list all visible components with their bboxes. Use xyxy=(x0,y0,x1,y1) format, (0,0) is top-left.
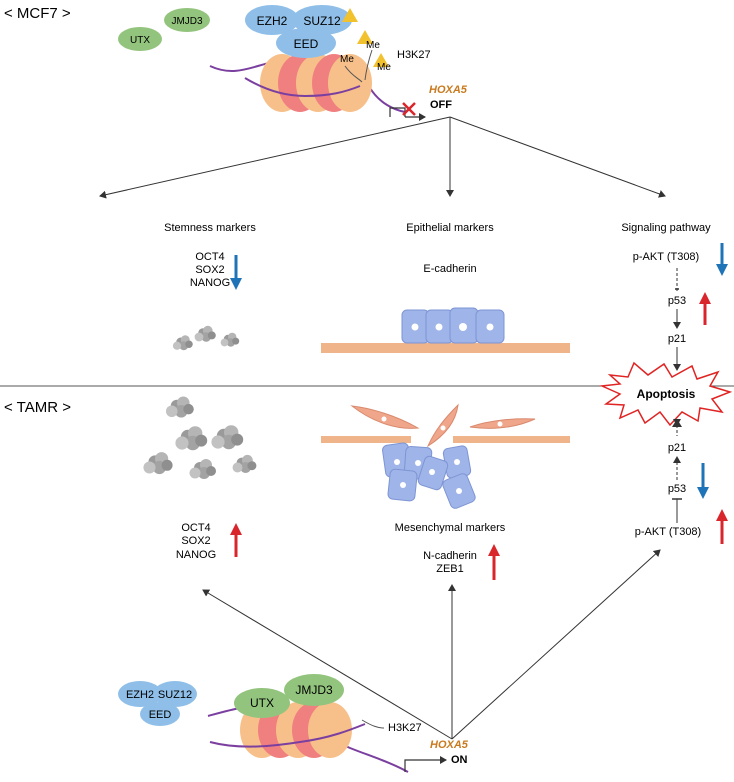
mesenchymal-cells xyxy=(350,403,536,448)
invading-epithelial-cells xyxy=(382,442,476,509)
methyl-mark xyxy=(342,8,358,22)
section-label-tamr: < TAMR > xyxy=(4,399,71,416)
cell-clusters xyxy=(143,396,257,479)
cell-cluster-icon xyxy=(220,332,240,347)
branch-arrow-stemness xyxy=(202,589,453,740)
p53-label: p53 xyxy=(668,483,686,495)
nucleosome xyxy=(328,54,372,112)
p-akt-label: p-AKT (T308) xyxy=(633,251,699,263)
eed-label: EED xyxy=(294,37,319,51)
methyl-mark xyxy=(357,30,373,44)
jmjd3-protein xyxy=(164,8,210,32)
gene-state-off: OFF xyxy=(430,99,452,111)
apoptosis-label: Apoptosis xyxy=(637,387,696,401)
p21-label: p21 xyxy=(668,442,686,454)
utx-protein xyxy=(118,27,162,51)
sox2-label: SOX2 xyxy=(181,535,210,547)
jmjd3-label: JMJD3 xyxy=(171,16,203,27)
basement-membrane xyxy=(453,436,570,443)
methyl-mark xyxy=(373,53,389,67)
ezh2-protein xyxy=(118,681,162,707)
suz12-label: SUZ12 xyxy=(158,689,192,701)
dna-strand xyxy=(244,77,361,98)
h3k27-label: H3K27 xyxy=(388,722,422,734)
p53-label: p53 xyxy=(668,295,686,307)
repression-x-icon xyxy=(402,102,416,116)
gene-state-on: ON xyxy=(451,754,468,766)
branch-arrow-signaling xyxy=(451,549,661,740)
ezh2-label: EZH2 xyxy=(257,14,288,28)
jmjd3-label: JMJD3 xyxy=(295,683,333,697)
p21-label: p21 xyxy=(668,333,686,345)
section-label-mcf7: < MCF7 > xyxy=(4,5,71,22)
eed-protein xyxy=(140,702,180,726)
methyl-label: Me xyxy=(377,62,391,73)
zeb1-label: ZEB1 xyxy=(436,563,464,575)
basement-membrane xyxy=(321,343,570,353)
branch-arrow-signaling xyxy=(449,116,666,198)
hoxa5-gene-label: HOXA5 xyxy=(429,84,468,96)
ezh2-protein xyxy=(245,5,299,35)
methyl-label: Me xyxy=(366,40,380,51)
branch-arrow-stemness xyxy=(99,116,451,199)
epithelial-cell-layer xyxy=(401,307,505,344)
dna-strand xyxy=(209,723,366,748)
cell-cluster-icon xyxy=(172,335,193,351)
suz12-protein xyxy=(153,681,197,707)
stemness-markers-label: Stemness markers xyxy=(164,222,256,234)
utx-protein xyxy=(234,688,290,718)
ezh2-label: EZH2 xyxy=(126,689,154,701)
suz12-protein xyxy=(292,5,352,35)
nucleosome xyxy=(308,702,352,758)
basement-membrane xyxy=(321,436,411,443)
eed-label: EED xyxy=(149,709,172,721)
mesenchymal-markers-label: Mesenchymal markers xyxy=(395,522,506,534)
nanog-label: NANOG xyxy=(190,277,230,289)
epithelial-markers-label: Epithelial markers xyxy=(406,222,494,234)
bottom-complex: EZH2 SUZ12 EED UTX JMJD3 H3K27 HOXA5 ON xyxy=(118,674,469,773)
eed-protein xyxy=(276,28,336,58)
h3k27-label: H3K27 xyxy=(397,49,431,61)
n-cadherin-label: N-cadherin xyxy=(423,550,477,562)
jmjd3-protein xyxy=(284,674,344,706)
sox2-label: SOX2 xyxy=(195,264,224,276)
signaling-pathway-label: Signaling pathway xyxy=(621,222,711,234)
nanog-label: NANOG xyxy=(176,549,216,561)
methyl-label: Me xyxy=(340,54,354,65)
cell-cluster-icon xyxy=(194,325,216,342)
e-cadherin-label: E-cadherin xyxy=(423,263,476,275)
suz12-label: SUZ12 xyxy=(303,14,341,28)
apoptosis-burst: Apoptosis xyxy=(599,361,733,427)
oct4-label: OCT4 xyxy=(195,251,224,263)
utx-label: UTX xyxy=(250,696,274,710)
p-akt-label: p-AKT (T308) xyxy=(635,526,701,538)
top-complex: JMJD3 UTX EZH2 SUZ12 EED Me Me Me H3K27 … xyxy=(118,5,468,121)
hoxa5-gene-label: HOXA5 xyxy=(430,739,469,751)
oct4-label: OCT4 xyxy=(181,522,210,534)
utx-label: UTX xyxy=(130,35,150,46)
